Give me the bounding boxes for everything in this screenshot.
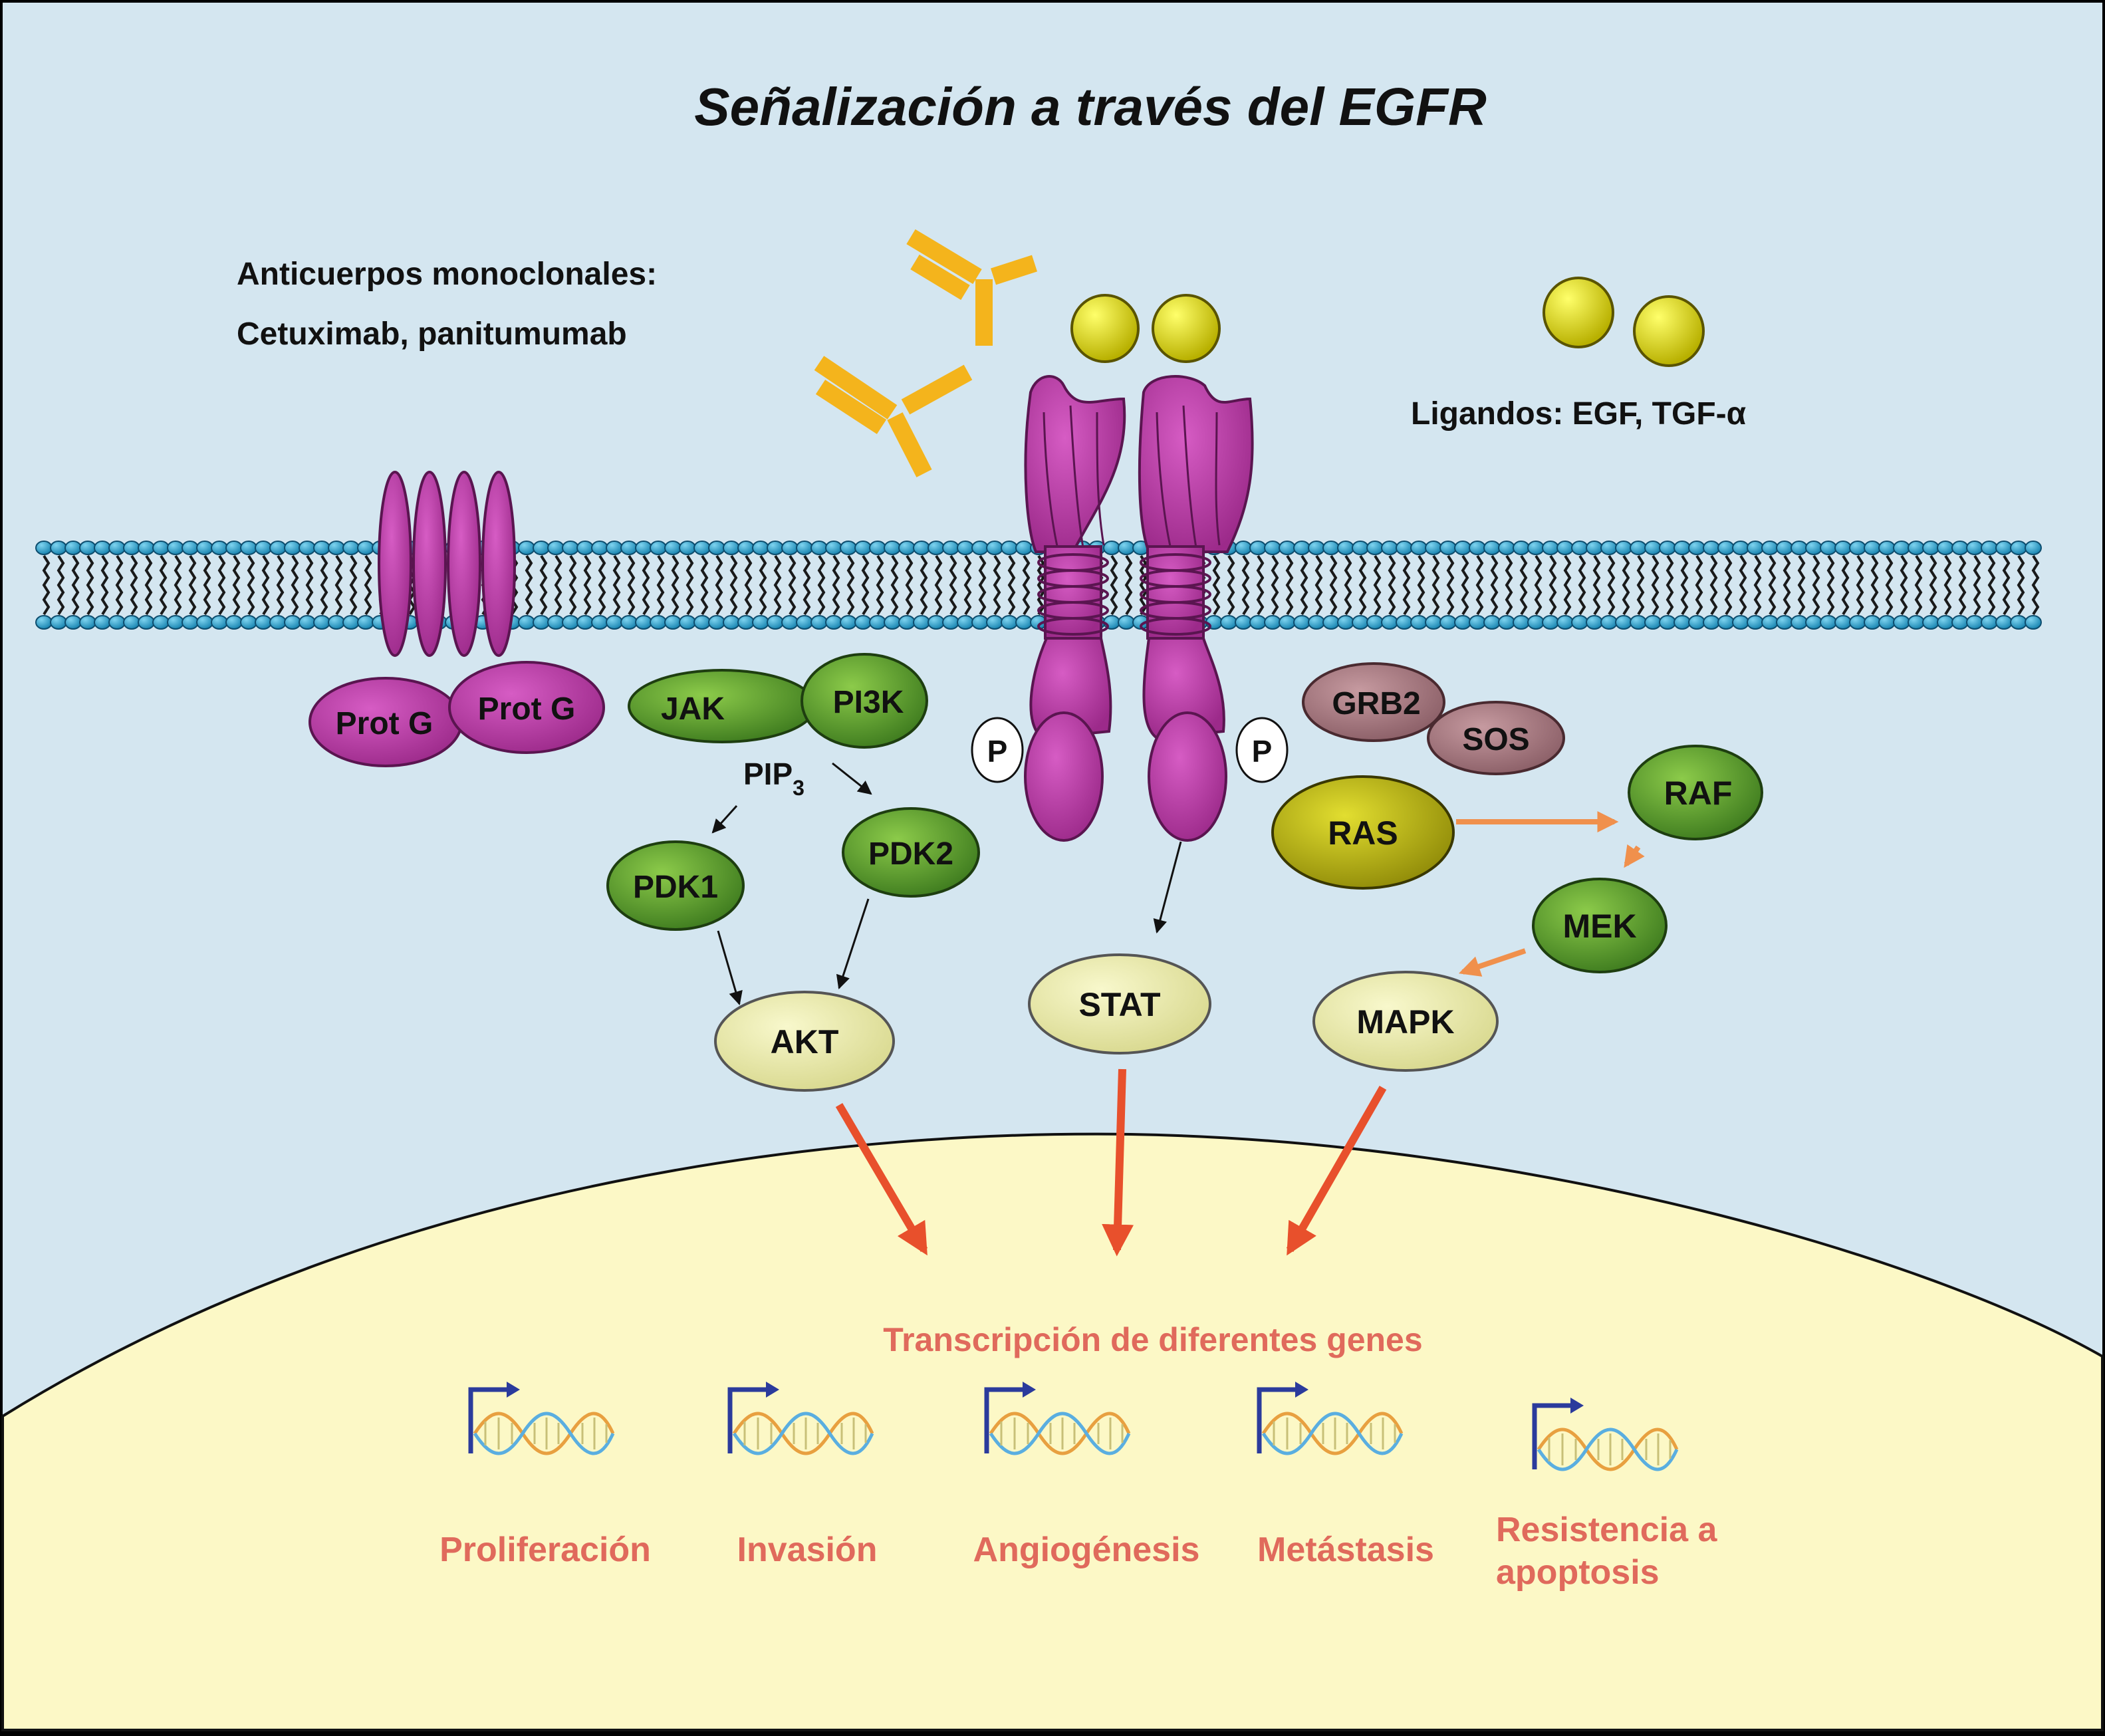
raf-label: RAF: [1664, 775, 1733, 812]
mek-node: [1532, 878, 1668, 973]
outcome-apoptosis-resistance-line2: apoptosis: [1496, 1553, 1660, 1592]
arrow-pdk2-to-akt: [836, 898, 870, 989]
nucleus: [1, 1132, 2104, 1731]
pdk2-label: PDK2: [868, 836, 953, 872]
ligand-egf-free-1: [1543, 277, 1614, 348]
egfr-receptor-right: [1138, 375, 1254, 842]
phosphate-right: [1235, 717, 1289, 783]
cell-membrane: [35, 541, 2042, 630]
prot-g-node-2: [448, 661, 605, 754]
pi3k-label: PI3K: [833, 685, 904, 720]
antibody-cetuximab-1: [906, 229, 1037, 346]
phosphate-right-label: P: [1252, 734, 1273, 769]
diagram-title: Señalización a través del EGFR: [694, 77, 1487, 136]
ligand-egf-bound-1: [1070, 294, 1140, 363]
jak-label: JAK: [661, 691, 725, 727]
stat-node: [1028, 953, 1211, 1054]
outcome-proliferation: Proliferación: [439, 1531, 651, 1569]
phosphate-left-label: P: [987, 734, 1008, 769]
antibody-panitumumab-2: [814, 356, 973, 477]
antibody-label-line1: Anticuerpos monoclonales:: [237, 257, 657, 292]
arrow-pdk1-to-akt: [717, 930, 743, 1006]
gpcr-receptor: [378, 471, 516, 657]
ligand-egf-bound-2: [1152, 294, 1221, 363]
grb2-label: GRB2: [1332, 686, 1420, 721]
arrow-mapk-to-nucleus: [1286, 1086, 1387, 1256]
arrow-pip3-to-pdk1: [711, 805, 738, 834]
ligand-label: Ligandos: EGF, TGF-α: [1411, 396, 1747, 432]
grb2-node: [1302, 662, 1445, 742]
sos-label: SOS: [1462, 722, 1529, 757]
ligand-egf-free-2: [1633, 295, 1705, 367]
pip3-label: PIP3: [743, 757, 805, 800]
arrow-mek-to-mapk: [1458, 948, 1527, 977]
ras-label: RAS: [1328, 814, 1398, 852]
akt-node: [714, 991, 895, 1092]
mek-label: MEK: [1562, 908, 1636, 945]
arrow-pip3-to-pdk2: [832, 762, 872, 795]
prot-g-label-2: Prot G: [478, 691, 576, 727]
akt-label: AKT: [771, 1023, 839, 1060]
outcome-invasion: Invasión: [737, 1531, 878, 1569]
egfr-receptor-left: [1024, 375, 1126, 842]
pi3k-node: [801, 653, 928, 749]
outcome-apoptosis-resistance-line1: Resistencia a: [1496, 1511, 1717, 1549]
prot-g-label-1: Prot G: [336, 706, 433, 741]
mapk-node: [1312, 971, 1499, 1072]
arrow-egfr-to-stat: [1153, 841, 1182, 934]
arrow-raf-to-mek: [1624, 844, 1645, 868]
phosphate-left: [971, 717, 1024, 783]
raf-node: [1628, 745, 1763, 840]
transcription-label: Transcripción de diferentes genes: [883, 1321, 1422, 1358]
pdk1-label: PDK1: [633, 870, 718, 905]
antibody-label-line2: Cetuximab, panitumumab: [237, 316, 627, 352]
outcome-angiogenesis: Angiogénesis: [973, 1531, 1200, 1569]
arrow-akt-to-nucleus: [835, 1102, 928, 1256]
stat-label: STAT: [1078, 986, 1160, 1023]
pdk2-node: [842, 807, 980, 898]
pdk1-node: [606, 840, 745, 931]
outcome-metastasis: Metástasis: [1257, 1531, 1434, 1569]
sos-node: [1427, 701, 1565, 775]
ras-node: [1271, 775, 1455, 890]
arrow-stat-to-nucleus: [1102, 1068, 1134, 1257]
mapk-label: MAPK: [1356, 1003, 1454, 1041]
